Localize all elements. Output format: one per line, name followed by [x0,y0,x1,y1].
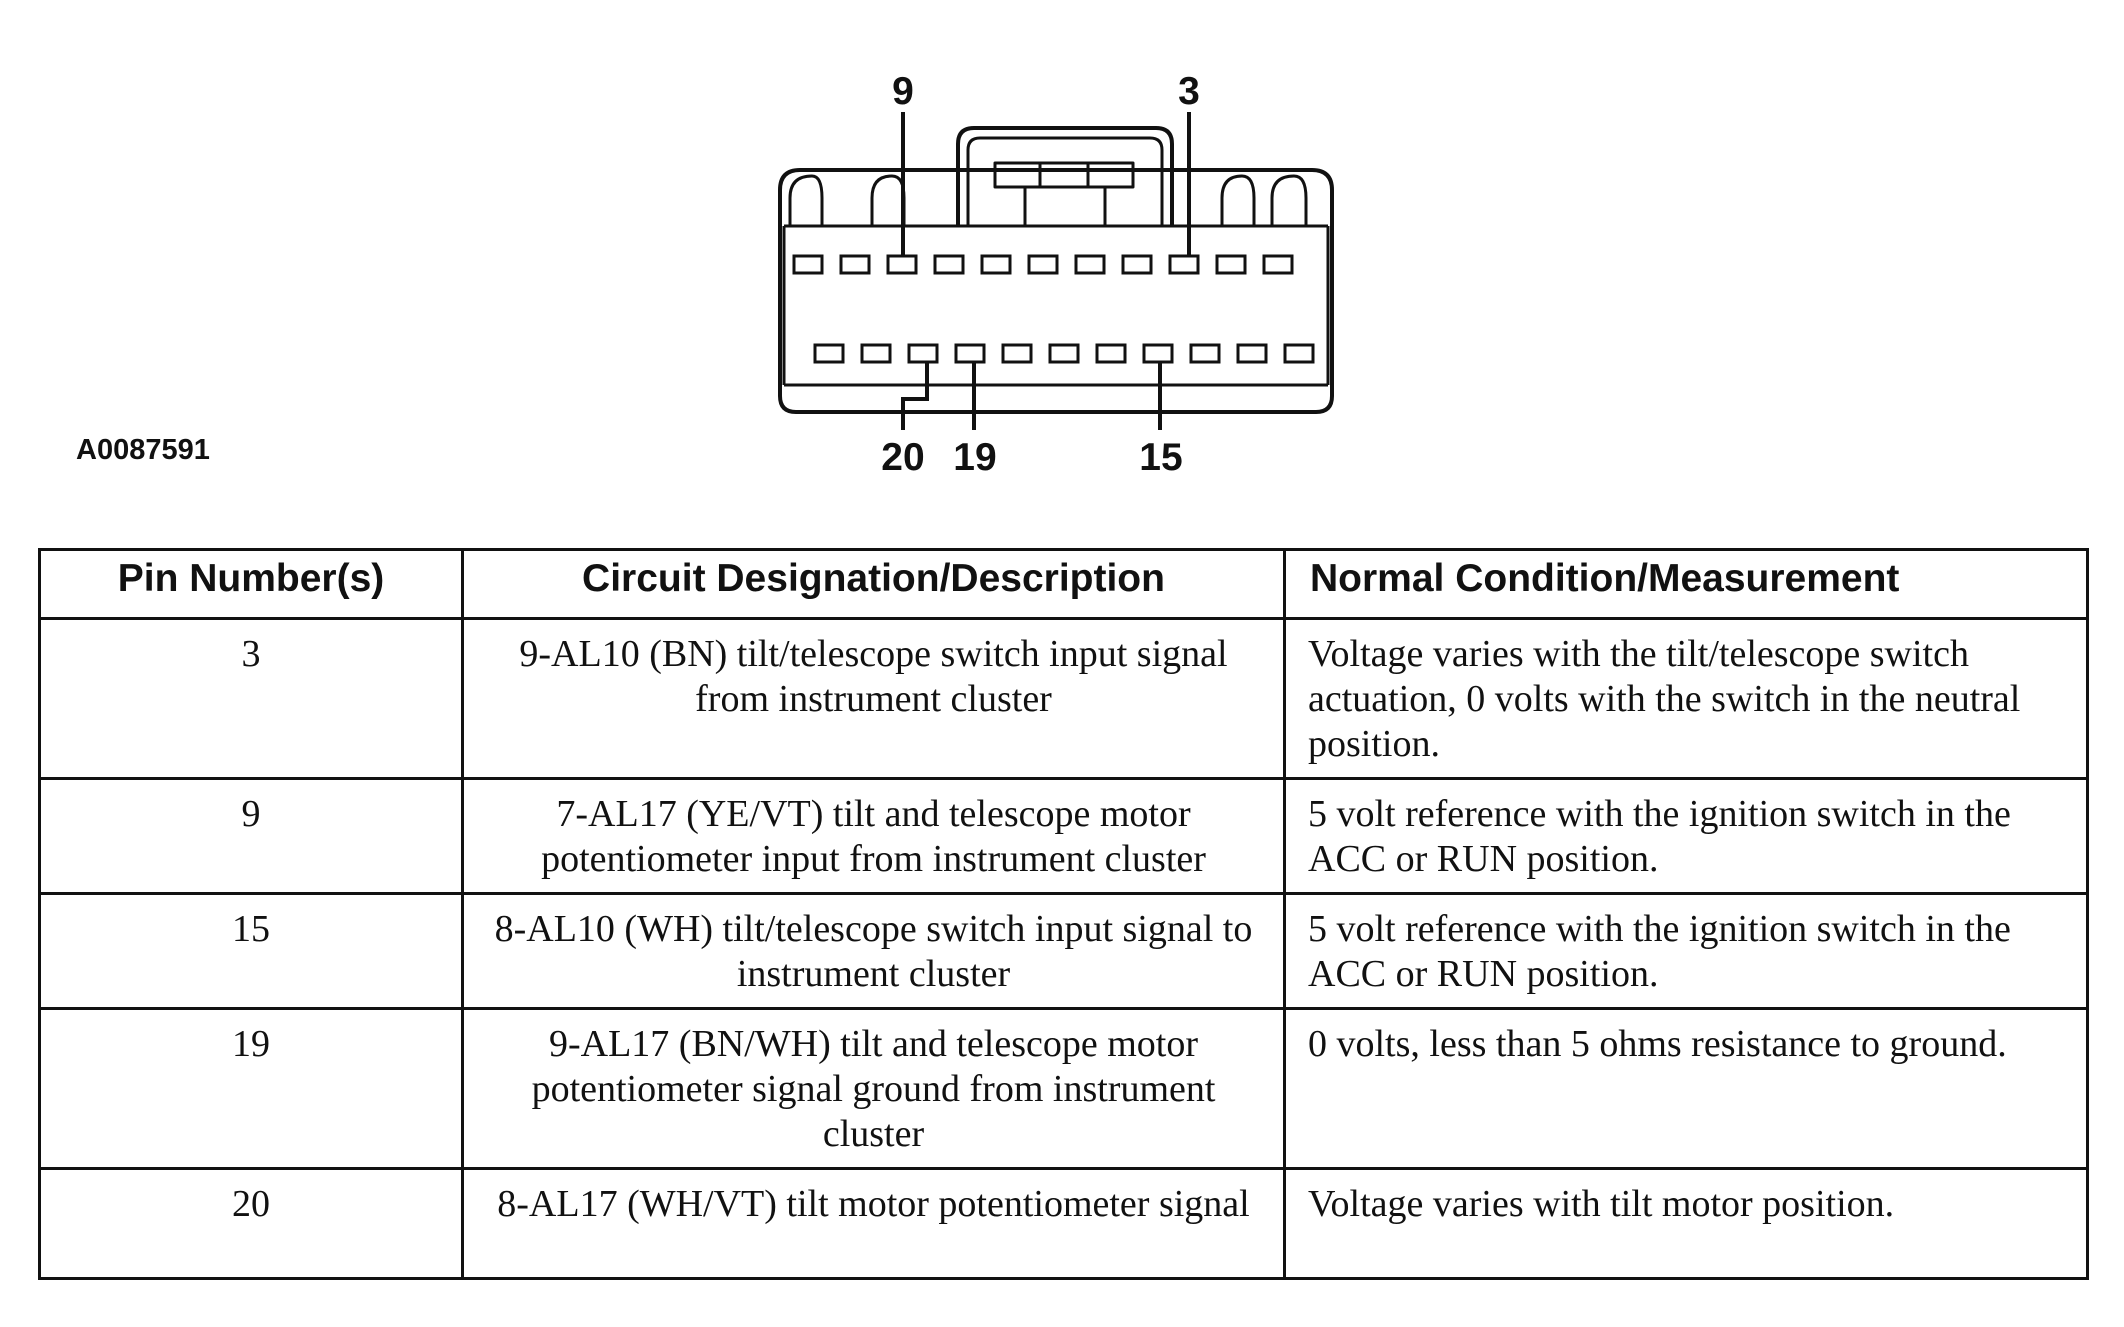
header-pin-number: Pin Number(s) [38,548,464,620]
pin-cavity [1215,254,1247,275]
condition-cell: 5 volt reference with the ignition switc… [1283,777,2089,895]
callout-pin-20: 20 [881,436,924,479]
pin-cavity [1074,254,1106,275]
callout-pin-15: 15 [1139,436,1182,479]
pin-cavity [1121,254,1153,275]
condition-cell: Voltage varies with the tilt/telescope s… [1283,617,2089,780]
pin-cavity [980,254,1012,275]
callout-pin-3: 3 [1178,70,1200,113]
table-row: 15 8-AL10 (WH) tilt/telescope switch inp… [38,892,2089,1010]
pin-cell: 15 [38,892,464,1010]
pin-cell: 9 [38,777,464,895]
circuit-cell: 8-AL10 (WH) tilt/telescope switch input … [461,892,1286,1010]
pinout-table: Pin Number(s) Circuit Designation/Descri… [38,548,2089,1280]
pin-cavity [813,343,845,364]
header-condition: Normal Condition/Measurement [1283,548,2089,620]
circuit-cell: 8-AL17 (WH/VT) tilt motor potentiometer … [461,1167,1286,1280]
pin-cavity [1236,343,1268,364]
pin-cell: 19 [38,1007,464,1170]
pin-cavity [907,343,939,364]
header-circuit: Circuit Designation/Description [461,548,1286,620]
pin-cavity [1168,254,1200,275]
circuit-cell: 9-AL17 (BN/WH) tilt and telescope motor … [461,1007,1286,1170]
connector-diagram: 9 3 20 19 15 [778,70,1334,479]
pin-cavity [1189,343,1221,364]
pin-cavity [1027,254,1059,275]
circuit-cell: 7-AL17 (YE/VT) tilt and telescope motor … [461,777,1286,895]
pin-cavity [886,254,918,275]
pin-cavity [1283,343,1315,364]
callout-pin-9: 9 [892,70,914,113]
condition-cell: 5 volt reference with the ignition switc… [1283,892,2089,1010]
table-row: 20 8-AL17 (WH/VT) tilt motor potentiomet… [38,1167,2089,1280]
leader-pin-20 [901,362,929,430]
figure-id: A0087591 [76,434,210,466]
pin-cavity [792,254,824,275]
pin-cell: 20 [38,1167,464,1280]
table-row: 3 9-AL10 (BN) tilt/telescope switch inpu… [38,617,2089,780]
pin-cavity [1048,343,1080,364]
callout-pin-19: 19 [953,436,996,479]
pin-cavity [1095,343,1127,364]
pin-cavity [1262,254,1294,275]
condition-cell: 0 volts, less than 5 ohms resistance to … [1283,1007,2089,1170]
condition-cell: Voltage varies with tilt motor position. [1283,1167,2089,1280]
pin-cell: 3 [38,617,464,780]
pin-cavity [954,343,986,364]
connector-body [778,168,1334,414]
pin-cavity [933,254,965,275]
table-header-row: Pin Number(s) Circuit Designation/Descri… [38,548,2089,620]
pin-cavity [860,343,892,364]
pin-cavity [1001,343,1033,364]
pin-row-top [792,254,1294,275]
pin-cavity [839,254,871,275]
table-row: 19 9-AL17 (BN/WH) tilt and telescope mot… [38,1007,2089,1170]
table-row: 9 7-AL17 (YE/VT) tilt and telescope moto… [38,777,2089,895]
pin-row-bottom [813,343,1315,364]
circuit-cell: 9-AL10 (BN) tilt/telescope switch input … [461,617,1286,780]
pin-cavity [1142,343,1174,364]
locking-tab [956,126,1174,226]
